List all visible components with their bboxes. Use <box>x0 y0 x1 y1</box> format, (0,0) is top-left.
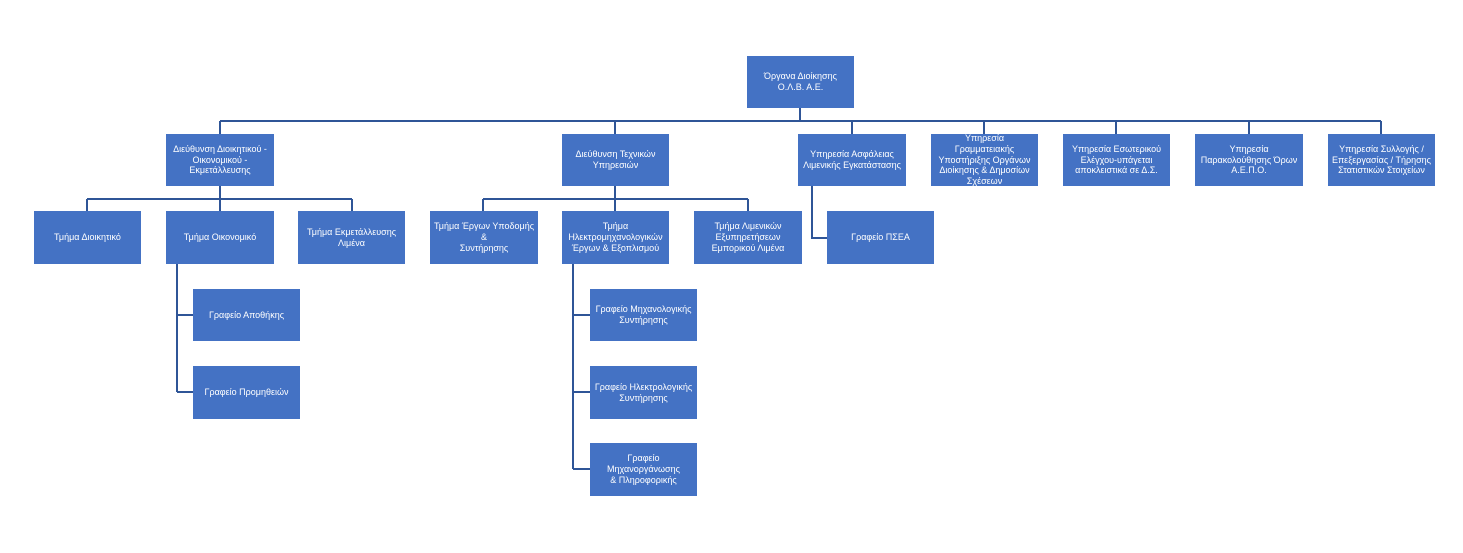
node-office-warehouse[interactable]: Γραφείο Αποθήκης <box>193 289 300 341</box>
node-dept-electromechanical-label: Τμήμα Ηλεκτρομηχανολογικών Έργων & Εξοπλ… <box>568 221 663 253</box>
node-dept-port-operation[interactable]: Τμήμα Εκμετάλλευσης Λιμένα <box>298 211 405 264</box>
node-service-secretariat-label: Υπηρεσία Γραμματειακής Υποστήριξης Οργάν… <box>938 133 1031 187</box>
node-directorate-admin[interactable]: Διεύθυνση Διοικητικού - Οικονομικού - Εκ… <box>166 134 274 186</box>
node-service-statistics-label: Υπηρεσία Συλλογής / Επεξεργασίας / Τήρησ… <box>1331 143 1432 176</box>
node-office-psea[interactable]: Γραφείο ΠΣΕΑ <box>827 211 934 264</box>
node-service-secretariat[interactable]: Υπηρεσία Γραμματειακής Υποστήριξης Οργάν… <box>931 133 1038 187</box>
node-office-warehouse-label: Γραφείο Αποθήκης <box>208 309 285 320</box>
node-directorate-technical[interactable]: Διεύθυνση Τεχνικών Υπηρεσιών <box>562 134 669 186</box>
node-office-machining-it-label: Γραφείο Μηχανοργάνωσης & Πληροφορικής <box>607 453 680 485</box>
node-office-machining-it[interactable]: Γραφείο Μηχανοργάνωσης & Πληροφορικής <box>590 443 697 496</box>
node-dept-administrative[interactable]: Τμήμα Διοικητικό <box>34 211 141 264</box>
node-office-electrical-maintenance[interactable]: Γραφείο Ηλεκτρολογικής Συντήρησης <box>590 366 697 419</box>
node-dept-financial-label: Τμήμα Οικονομικό <box>183 232 257 243</box>
root-node-label: Όργανα Διοίκησης Ο.Λ.Β. Α.Ε. <box>764 71 837 92</box>
node-service-monitoring-label: Υπηρεσία Παρακολούθησης Όρων Α.Ε.Π.Ο. <box>1200 143 1298 176</box>
node-office-procurement-label: Γραφείο Προμηθειών <box>204 387 289 398</box>
node-dept-port-services[interactable]: Τμήμα Λιμενικών Εξυπηρετήσεων Εμπορικού … <box>694 211 802 264</box>
node-dept-port-services-label: Τμήμα Λιμενικών Εξυπηρετήσεων Εμπορικού … <box>711 221 785 253</box>
node-dept-financial[interactable]: Τμήμα Οικονομικό <box>166 211 274 264</box>
node-service-statistics[interactable]: Υπηρεσία Συλλογής / Επεξεργασίας / Τήρησ… <box>1328 134 1435 186</box>
node-office-mechanical-maintenance-label: Γραφείο Μηχανολογικής Συντήρησης <box>595 304 692 325</box>
node-service-internal-audit-label: Υπηρεσία Εσωτερικού Ελέγχου-υπάγεται απο… <box>1071 143 1162 176</box>
node-service-security-label: Υπηρεσία Ασφάλειας Λιμενικής Εγκατάσταση… <box>803 149 901 170</box>
root-node[interactable]: Όργανα Διοίκησης Ο.Λ.Β. Α.Ε. <box>747 56 854 108</box>
node-dept-port-operation-label: Τμήμα Εκμετάλλευσης Λιμένα <box>306 226 397 248</box>
node-directorate-admin-label: Διεύθυνση Διοικητικού - Οικονομικού - Εκ… <box>173 143 267 176</box>
node-office-procurement[interactable]: Γραφείο Προμηθειών <box>193 366 300 419</box>
connector-security-to-psea <box>811 186 827 239</box>
node-service-monitoring[interactable]: Υπηρεσία Παρακολούθησης Όρων Α.Ε.Π.Ο. <box>1195 134 1303 186</box>
node-dept-infrastructure[interactable]: Τμήμα Έργων Υποδομής & Συντήρησης <box>430 211 538 264</box>
node-office-psea-label: Γραφείο ΠΣΕΑ <box>851 232 910 243</box>
node-dept-administrative-label: Τμήμα Διοικητικό <box>54 232 121 243</box>
node-office-electrical-maintenance-label: Γραφείο Ηλεκτρολογικής Συντήρησης <box>594 381 693 403</box>
node-office-mechanical-maintenance[interactable]: Γραφείο Μηχανολογικής Συντήρησης <box>590 289 697 341</box>
node-dept-electromechanical[interactable]: Τμήμα Ηλεκτρομηχανολογικών Έργων & Εξοπλ… <box>562 211 669 264</box>
node-dept-infrastructure-label: Τμήμα Έργων Υποδομής & Συντήρησης <box>433 221 535 253</box>
node-service-internal-audit[interactable]: Υπηρεσία Εσωτερικού Ελέγχου-υπάγεται απο… <box>1063 134 1170 186</box>
node-service-security[interactable]: Υπηρεσία Ασφάλειας Λιμενικής Εγκατάσταση… <box>798 134 906 186</box>
node-directorate-technical-label: Διεύθυνση Τεχνικών Υπηρεσιών <box>575 149 656 170</box>
